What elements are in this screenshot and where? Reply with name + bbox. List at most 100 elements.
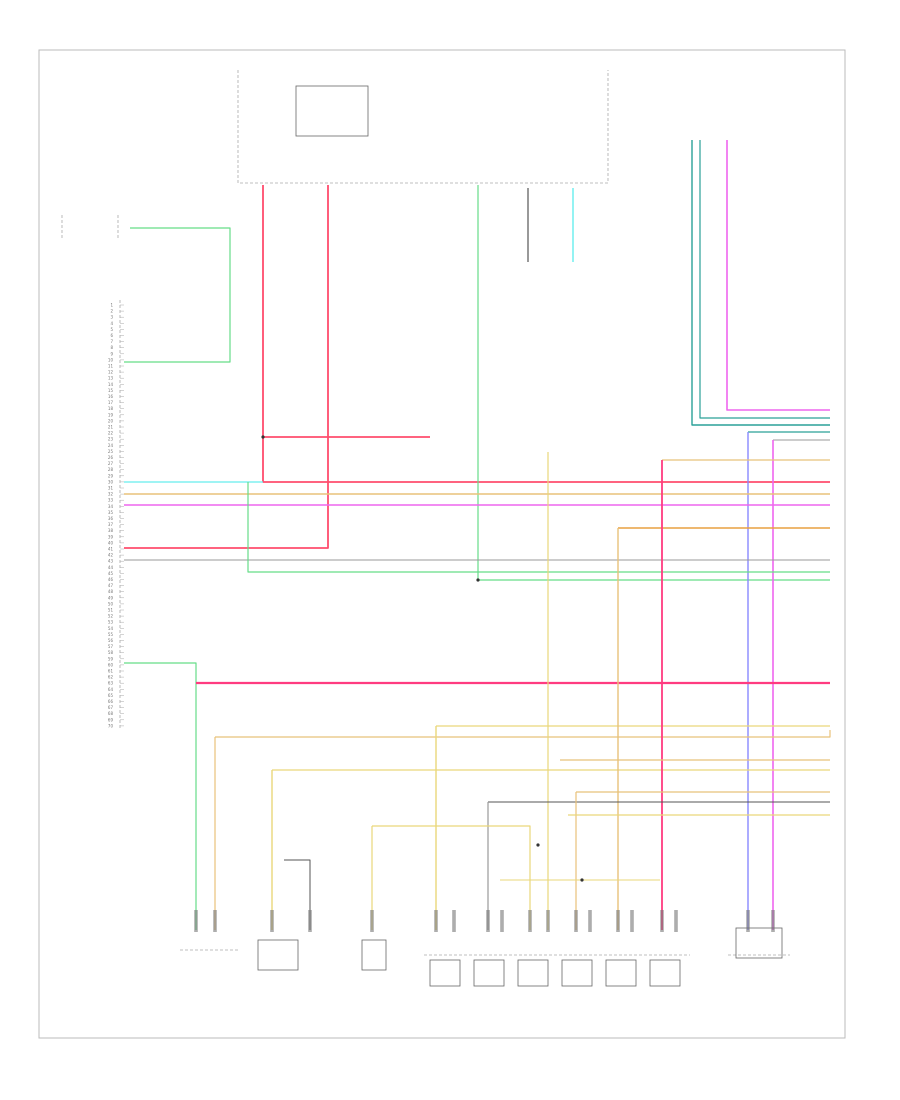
pcm-pin-70: 70 [108, 723, 114, 728]
terminal-stub-7 [452, 910, 456, 932]
terminal-stub-18 [746, 910, 750, 932]
pcm-pin-19: 19 [108, 412, 114, 417]
terminal-stub-3 [270, 910, 274, 932]
sensor-3-body [361, 939, 387, 971]
wire-37 [372, 825, 531, 930]
terminal-stub-17 [674, 910, 678, 932]
pcm-pin-9: 9 [110, 351, 113, 356]
pcm-pin-64: 64 [108, 687, 114, 692]
wire-7 [124, 227, 231, 363]
wire-9 [699, 140, 830, 419]
pcm-pin-56: 56 [108, 638, 114, 643]
terminal-stub-8 [486, 910, 490, 932]
pcm-pin-46: 46 [108, 577, 114, 582]
splice-1 [536, 843, 540, 847]
terminal-stub-4 [308, 910, 312, 932]
pcm-pin-45: 45 [108, 571, 114, 576]
pcm-pin-8: 8 [110, 345, 113, 350]
pcm-pin-31: 31 [108, 486, 114, 491]
pcm-pin-22: 22 [108, 431, 114, 436]
fuel-injector-3 [517, 959, 549, 987]
terminal-stub-5 [370, 910, 374, 932]
fuel-injector-4 [561, 959, 593, 987]
pcm-pin-68: 68 [108, 711, 114, 716]
pcm-pin-62: 62 [108, 675, 114, 680]
fuel-injector-5 [605, 959, 637, 987]
terminal-stub-16 [660, 910, 664, 932]
pcm-pin-34: 34 [108, 504, 114, 509]
pcm-pin-49: 49 [108, 595, 114, 600]
pcm-pin-36: 36 [108, 516, 114, 521]
pcm-pin-41: 41 [108, 547, 114, 552]
wire-10 [726, 140, 830, 411]
terminal-stub-12 [574, 910, 578, 932]
pcm-pin-51: 51 [108, 608, 114, 613]
pcm-pin-39: 39 [108, 534, 114, 539]
pcm-pin-15: 15 [108, 388, 114, 393]
pcm-pin-30: 30 [108, 479, 114, 484]
pcm-pin-24: 24 [108, 443, 114, 448]
terminal-stub-13 [588, 910, 592, 932]
pcm-pin-50: 50 [108, 601, 114, 606]
pcm-pin-57: 57 [108, 644, 114, 649]
pcm-pin-20: 20 [108, 418, 114, 423]
pcm-pin-60: 60 [108, 662, 114, 667]
pcm-pin-43: 43 [108, 559, 114, 564]
pcm-pin-4: 4 [110, 321, 113, 326]
pcm-pin-38: 38 [108, 528, 114, 533]
terminal-stub-9 [500, 910, 504, 932]
pcm-pin-27: 27 [108, 461, 114, 466]
pcm-pin-14: 14 [108, 382, 114, 387]
pcm-pin-13: 13 [108, 376, 114, 381]
component-symbols [194, 85, 783, 987]
wire-19 [247, 482, 830, 573]
pcm-pin-55: 55 [108, 632, 114, 637]
pcm-pin-47: 47 [108, 583, 114, 588]
pcm-pin-40: 40 [108, 540, 114, 545]
splice-4 [261, 435, 265, 439]
outer-border [38, 49, 846, 1039]
pcm-pin-32: 32 [108, 492, 114, 497]
terminal-stub-14 [616, 910, 620, 932]
pcm-pin-2: 2 [110, 309, 113, 314]
pcm-pin-44: 44 [108, 565, 114, 570]
pcm-pin-54: 54 [108, 626, 114, 631]
splice-3 [476, 578, 480, 582]
wire-4 [477, 185, 830, 581]
pcm-pin-26: 26 [108, 455, 114, 460]
wire-20 [124, 662, 197, 930]
pcm-pin-21: 21 [108, 425, 114, 430]
diagram-labels: 1234567891011121314151617181920212223242… [108, 303, 114, 729]
terminal-stub-11 [546, 910, 550, 932]
sensor-2-body [257, 939, 299, 971]
pcm-pin-25: 25 [108, 449, 114, 454]
pcm-pin-48: 48 [108, 589, 114, 594]
pcm-pin-5: 5 [110, 327, 113, 332]
wire-8 [691, 140, 830, 426]
pcm-pin-53: 53 [108, 620, 114, 625]
pcm-pin-58: 58 [108, 650, 114, 655]
terminal-stub-1 [194, 910, 198, 932]
connector-outlines [61, 70, 790, 956]
terminal-stub-10 [528, 910, 532, 932]
fuel-injector-6 [649, 959, 681, 987]
pcm-pin-42: 42 [108, 553, 114, 558]
terminal-stub-6 [434, 910, 438, 932]
wire-2 [124, 185, 329, 549]
terminal-stub-15 [630, 910, 634, 932]
pcm-pin-65: 65 [108, 693, 114, 698]
terminal-stub-2 [213, 910, 217, 932]
pcm-pin-1: 1 [110, 303, 113, 308]
pcm-pin-29: 29 [108, 473, 114, 478]
pcm-pin-6: 6 [110, 333, 113, 338]
pcm-pin-59: 59 [108, 656, 114, 661]
wire-traces [124, 140, 831, 930]
splice-2 [580, 878, 584, 882]
pcm-pin-33: 33 [108, 498, 114, 503]
pcm-pin-52: 52 [108, 614, 114, 619]
diagram-frame [38, 49, 846, 1039]
connector-body [735, 927, 783, 959]
pcm-pin-69: 69 [108, 717, 114, 722]
pcm-pin-7: 7 [110, 339, 113, 344]
